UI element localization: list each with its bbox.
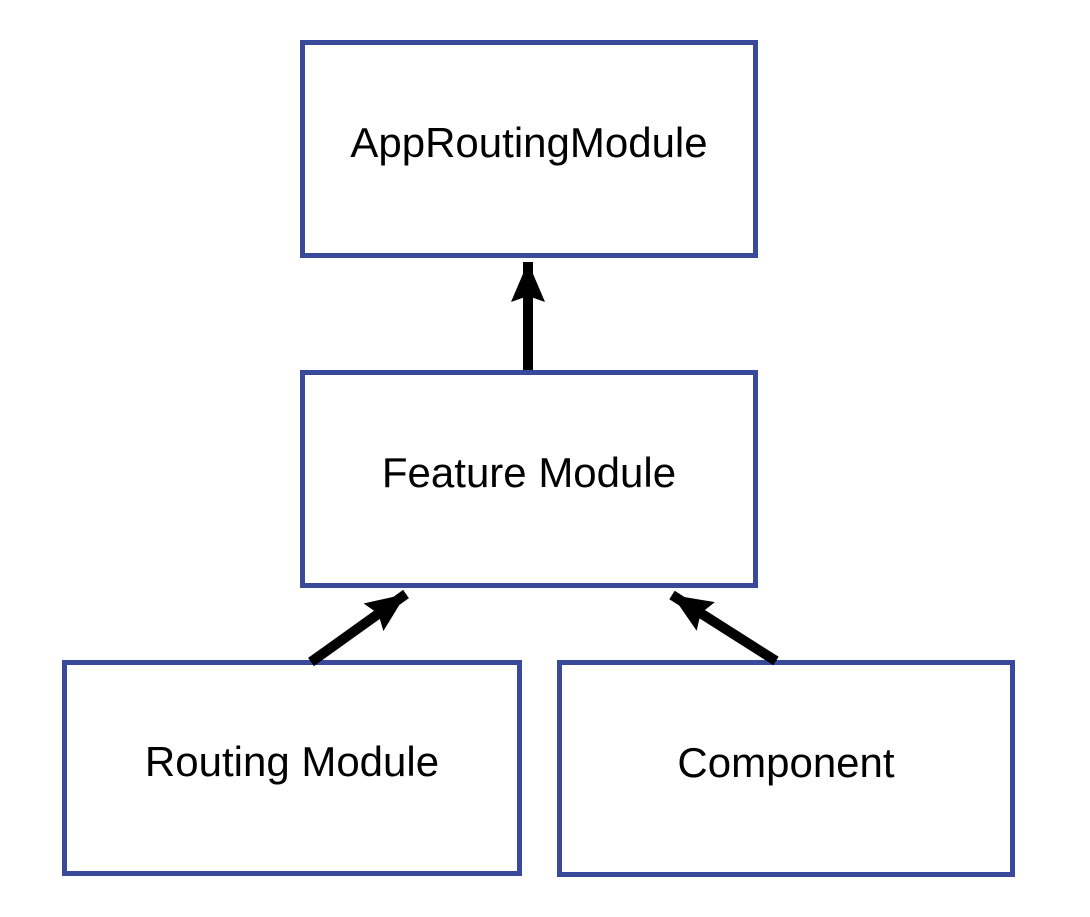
arrow-component-to-feature (669, 590, 779, 666)
arrow-routing-to-feature (308, 589, 409, 667)
box-component: Component (557, 660, 1015, 877)
app-routing-module-label: AppRoutingModule (350, 119, 708, 166)
box-feature-module: Feature Module (300, 370, 758, 588)
routing-module-label: Routing Module (144, 738, 440, 785)
box-app-routing-module: AppRoutingModule (300, 40, 758, 258)
box-routing-module: Routing Module (62, 660, 522, 876)
feature-module-label: Feature Module (381, 449, 677, 496)
component-label: Component (677, 738, 895, 786)
